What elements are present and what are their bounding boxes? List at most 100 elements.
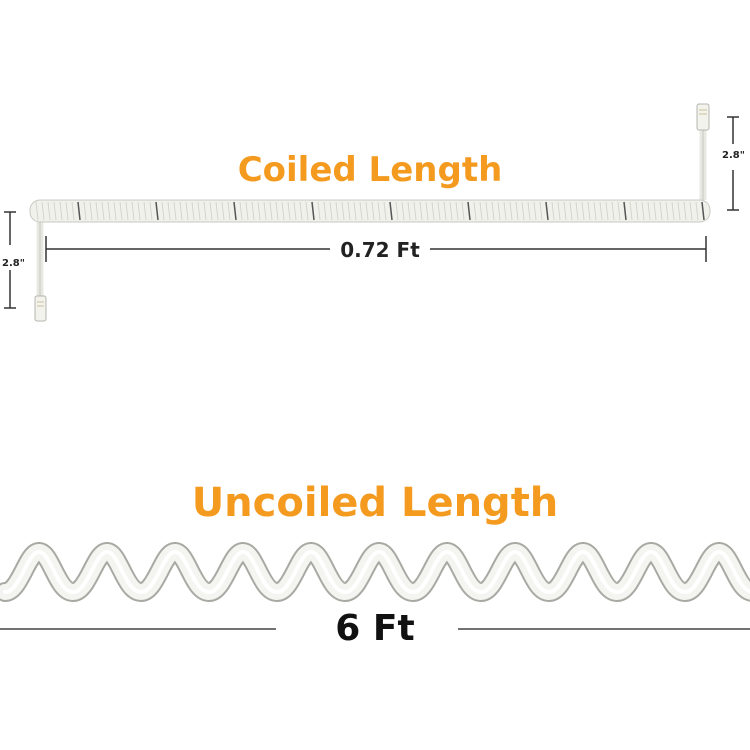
- coil-ridge: [377, 201, 381, 221]
- coil-ridge: [605, 201, 609, 221]
- coil-ridge: [581, 201, 585, 221]
- coil-ridge: [113, 201, 117, 221]
- coil-ridge: [185, 201, 189, 221]
- coil-ridge: [65, 201, 69, 221]
- coil-ridge: [443, 201, 447, 221]
- coil-ridge: [515, 201, 519, 221]
- coil-ridge: [347, 201, 351, 221]
- coil-ridge: [509, 201, 513, 221]
- coil-ridge: [497, 201, 501, 221]
- left-height-label: 2.8": [2, 258, 25, 269]
- coil-ridge: [71, 201, 75, 221]
- coil-ridge: [383, 201, 387, 221]
- coil-ridge: [239, 201, 243, 221]
- coil-ridge: [569, 201, 573, 221]
- right-plug-connector: [696, 103, 710, 200]
- coil-ridge: [629, 201, 633, 221]
- coil-ridge: [353, 201, 357, 221]
- coil-ridge: [89, 201, 93, 221]
- coil-ridge: [617, 201, 621, 221]
- coil-ridge: [149, 201, 153, 221]
- coil-ridge: [683, 201, 687, 221]
- coil-ridge: [551, 201, 555, 221]
- coil-ridge: [611, 201, 615, 221]
- coil-ridge: [599, 201, 603, 221]
- coil-ridge: [689, 201, 693, 221]
- right-height-label: 2.8": [722, 150, 745, 161]
- coil-ridge: [455, 201, 459, 221]
- coil-ridge: [101, 201, 105, 221]
- coil-ridge: [197, 201, 201, 221]
- coil-ridge: [119, 201, 123, 221]
- coil-ridge: [461, 201, 465, 221]
- coil-ridge: [413, 201, 417, 221]
- coil-ridge: [479, 201, 483, 221]
- left-plug-connector: [34, 222, 47, 322]
- coil-ridge: [203, 201, 207, 221]
- coil-ridge: [329, 201, 333, 221]
- coil-ridge: [533, 201, 537, 221]
- coil-ridge: [365, 201, 369, 221]
- coil-ridge: [659, 201, 663, 221]
- coil-ridge: [209, 201, 213, 221]
- coil-ridge: [155, 201, 159, 221]
- right-height-dimension: [727, 116, 739, 211]
- coil-ridge: [641, 201, 645, 221]
- coil-ridge: [221, 201, 225, 221]
- coil-ridge: [545, 201, 549, 221]
- coil-ridge: [467, 201, 471, 221]
- coil-ridge: [47, 201, 51, 221]
- coil-ridge: [695, 201, 699, 221]
- coil-ridge: [521, 201, 525, 221]
- coil-ridge: [371, 201, 375, 221]
- coil-ridge: [407, 201, 411, 221]
- coil-ridge: [293, 201, 297, 221]
- coil-ridge: [167, 201, 171, 221]
- coil-ridge: [299, 201, 303, 221]
- coil-ridge: [83, 201, 87, 221]
- coil-ridge: [77, 201, 81, 221]
- coil-ridge: [287, 201, 291, 221]
- coil-ridge: [425, 201, 429, 221]
- coil-ridge: [671, 201, 675, 221]
- coil-ridge: [575, 201, 579, 221]
- coil-ridge: [587, 201, 591, 221]
- coil-ridge: [41, 201, 45, 221]
- coil-ridge: [563, 201, 567, 221]
- coil-ridge: [557, 201, 561, 221]
- coil-ridge: [665, 201, 669, 221]
- coil-ridge: [335, 201, 339, 221]
- coil-ridge: [131, 201, 135, 221]
- coil-ridge: [647, 201, 651, 221]
- coil-ridge: [263, 201, 267, 221]
- coil-ridge: [539, 201, 543, 221]
- coil-ridge: [323, 201, 327, 221]
- coil-ridge: [257, 201, 261, 221]
- coil-ridge: [419, 201, 423, 221]
- coiled-cord: [29, 199, 711, 223]
- coil-ridge: [275, 201, 279, 221]
- coil-ridge: [389, 201, 393, 221]
- coil-ridge: [143, 201, 147, 221]
- coil-ridge: [395, 201, 399, 221]
- coil-ridge: [227, 201, 231, 221]
- coil-ridge: [653, 201, 657, 221]
- coil-ridge: [35, 201, 39, 221]
- coil-ridge: [401, 201, 405, 221]
- coiled-length-value: 0.72 Ft: [340, 238, 420, 262]
- coil-ridge: [677, 201, 681, 221]
- coil-ridge: [491, 201, 495, 221]
- coil-ridge: [431, 201, 435, 221]
- coil-ridge: [437, 201, 441, 221]
- coil-ridge: [317, 201, 321, 221]
- coil-ridge: [53, 201, 57, 221]
- coil-ridge: [161, 201, 165, 221]
- coil-ridge: [635, 201, 639, 221]
- coil-ridge: [269, 201, 273, 221]
- coil-ridge: [473, 201, 477, 221]
- coiled-length-dimension: [45, 236, 707, 262]
- coil-ridge: [527, 201, 531, 221]
- coil-ridge: [245, 201, 249, 221]
- coil-ridge: [125, 201, 129, 221]
- coil-ridge: [485, 201, 489, 221]
